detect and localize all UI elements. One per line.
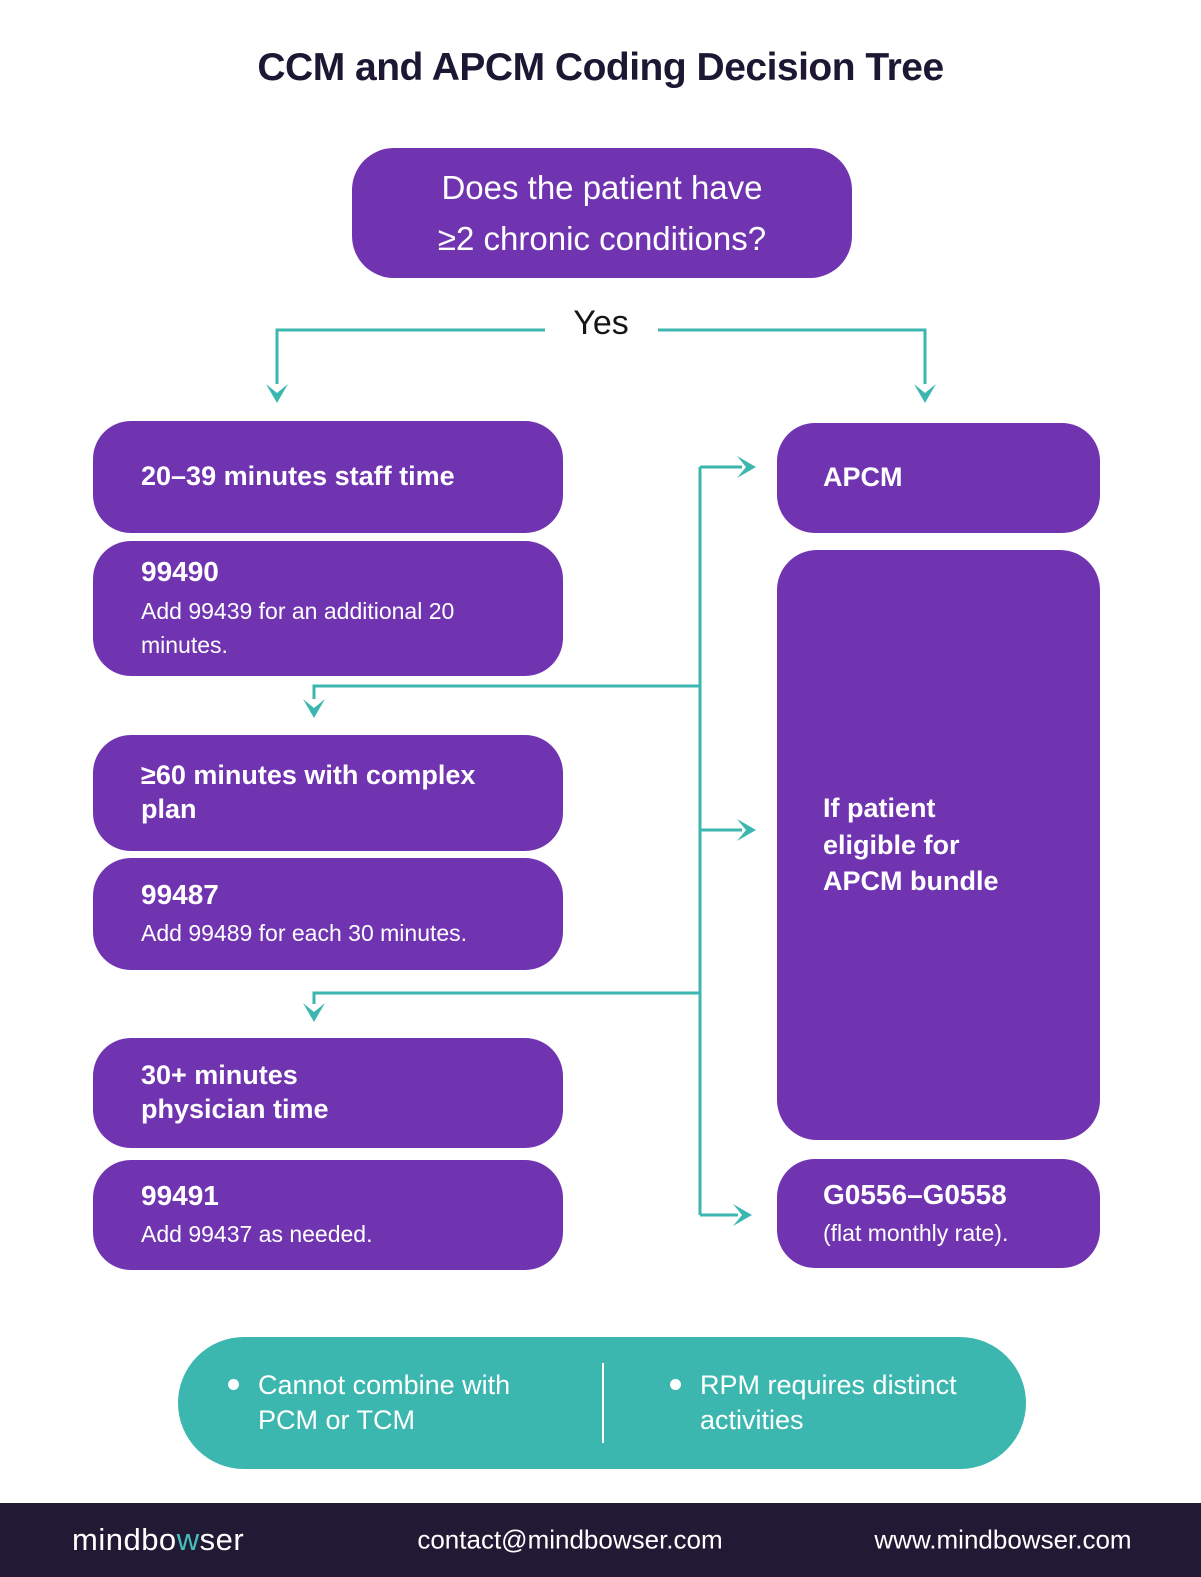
note-text: Cannot combine with PCM or TCM (258, 1369, 511, 1435)
website-url: www.mindbowser.com (874, 1524, 1132, 1555)
arrow-right-icon (737, 819, 756, 841)
note-divider (602, 1363, 604, 1443)
node-physician-time: 30+ minutes physician time (93, 1038, 563, 1148)
staff-to-complex-connector (312, 684, 700, 699)
node-title: 30+ minutes physician time (141, 1060, 329, 1124)
page-title: CCM and APCM Coding Decision Tree (257, 46, 944, 89)
hcpcs-desc: (flat monthly rate). (823, 1219, 1009, 1246)
node-99487: 99487 Add 99489 for each 30 minutes. (93, 858, 563, 970)
bullet-icon (228, 1378, 239, 1390)
brand-logo: mindbowser (72, 1522, 244, 1558)
cpt-code: 99490 (141, 556, 219, 588)
cpt-code: 99491 (141, 1180, 219, 1212)
node-99490: 99490 Add 99439 for an additional 20 min… (93, 541, 563, 676)
bullet-icon (670, 1378, 681, 1390)
arrow-down-icon (303, 1003, 325, 1022)
note-item: RPM requires distinct activities (602, 1368, 1026, 1438)
arrow-down-icon (914, 384, 936, 403)
node-title: APCM (823, 462, 903, 493)
note-text: RPM requires distinct activities (700, 1369, 957, 1435)
arrow-right-icon (737, 456, 756, 478)
arrow-right-icon (733, 1204, 752, 1226)
branch-label-yes: Yes (573, 304, 629, 342)
cpt-desc: Add 99489 for each 30 minutes. (141, 920, 468, 947)
cpt-desc: Add 99437 as needed. (141, 1221, 373, 1248)
node-complex-plan: ≥60 minutes with complex plan (93, 735, 563, 851)
complex-to-physician-connector (312, 991, 700, 1004)
node-apcm-bundle: If patient eligible for APCM bundle (777, 550, 1100, 1140)
contact-email: contact@mindbowser.com (417, 1524, 723, 1555)
arrow-down-icon (266, 384, 288, 403)
cpt-code: 99487 (141, 879, 219, 911)
node-title: ≥60 minutes with complex plan (141, 760, 476, 824)
node-apcm: APCM (777, 423, 1100, 533)
question-text: Does the patient have ≥2 chronic conditi… (437, 168, 767, 257)
notes-box: Cannot combine with PCM or TCM RPM requi… (178, 1337, 1026, 1469)
yes-left-connector (275, 328, 545, 384)
node-g0556-g0558: G0556–G0558 (flat monthly rate). (777, 1159, 1100, 1268)
arrow-down-icon (303, 699, 325, 718)
node-99491: 99491 Add 99437 as needed. (93, 1160, 563, 1270)
note-item: Cannot combine with PCM or TCM (178, 1368, 602, 1438)
cpt-desc: Add 99439 for an additional 20 minutes. (141, 597, 455, 659)
hcpcs-code: G0556–G0558 (823, 1178, 1007, 1210)
logo-suffix: ser (199, 1522, 245, 1557)
logo-prefix: mindbo (72, 1522, 177, 1557)
node-title: If patient eligible for APCM bundle (823, 793, 999, 897)
node-title: 20–39 minutes staff time (141, 461, 455, 492)
node-question: Does the patient have ≥2 chronic conditi… (352, 148, 852, 278)
logo-accent: w (176, 1522, 200, 1557)
yes-right-connector (658, 328, 927, 384)
node-staff-time: 20–39 minutes staff time (93, 421, 563, 533)
footer-bar: mindbowser contact@mindbowser.com www.mi… (0, 1503, 1201, 1577)
